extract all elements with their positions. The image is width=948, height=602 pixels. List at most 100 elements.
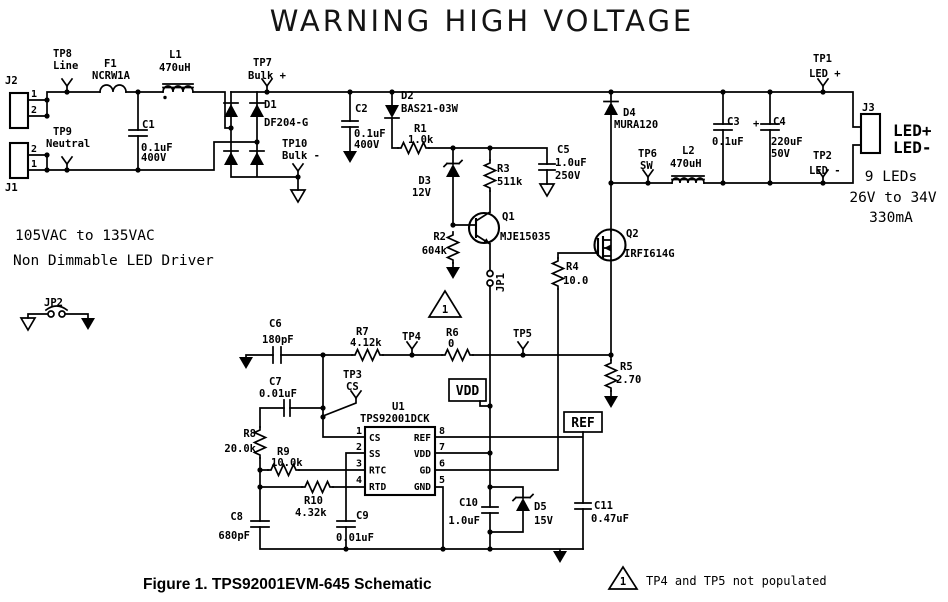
r8-value: 20.0k	[224, 443, 256, 455]
resistor-r10-body	[301, 479, 334, 495]
c3-value: 0.1uF	[712, 136, 744, 148]
f1-ref: F1	[104, 58, 117, 70]
tp1-ref: TP1	[813, 53, 832, 65]
j2-pin1: 1	[31, 89, 37, 100]
c1-rating: 400V	[141, 152, 167, 164]
c2-ref: C2	[355, 103, 368, 115]
f1-value: NCRW1A	[92, 70, 131, 82]
resistor-r7-body	[351, 347, 384, 363]
u1-pin-ss: SS	[369, 449, 381, 460]
wire-dc-rails	[230, 91, 862, 184]
connector-j2: J2 1 2	[5, 75, 37, 130]
capacitor-c10-body	[481, 506, 499, 514]
c6-ref: C6	[269, 318, 282, 330]
r10-value: 4.32k	[295, 507, 327, 519]
c4-rating: 50V	[771, 148, 791, 160]
led-plus-label: LED+	[893, 121, 932, 140]
r5-ref: R5	[620, 361, 633, 373]
c5-ref: C5	[557, 144, 570, 156]
tp10-name: Bulk -	[282, 150, 320, 162]
u1-pin5-num: 5	[439, 475, 445, 486]
l1-ref: L1	[169, 49, 182, 61]
resistor-bodies	[252, 140, 619, 495]
u1-pin3-num: 3	[356, 459, 362, 470]
ic-u1: U1 TPS92001DCK CS SS RTC RTD REF VDD GD …	[356, 401, 445, 497]
vdd-net-label: VDD	[456, 384, 480, 399]
note-flag-number: 1	[620, 576, 626, 588]
resistor-r8-body	[252, 426, 268, 459]
tp2-name: LED -	[809, 165, 841, 177]
r6-value: 0	[448, 338, 454, 350]
c7-value: 0.01uF	[259, 388, 297, 400]
c1-value: 0.1uF	[141, 142, 173, 154]
u1-pin7-num: 7	[439, 442, 445, 453]
capacitor-c8-body	[250, 520, 270, 528]
d3-value: 12V	[412, 187, 432, 199]
note-text: TP4 and TP5 not populated	[646, 574, 827, 588]
c5-rating: 250V	[555, 170, 581, 182]
input-spec-line2: Non Dimmable LED Driver	[13, 253, 214, 269]
d2-value: BAS21-03W	[401, 103, 459, 115]
zener-d5	[511, 493, 535, 511]
ground-icon	[604, 396, 618, 408]
wire-nets	[27, 91, 862, 552]
wire-sense-rail	[245, 354, 612, 358]
u1-pin6-num: 6	[439, 459, 445, 470]
r3-ref: R3	[497, 163, 510, 175]
r6-ref: R6	[446, 327, 459, 339]
l1-value: 470uH	[159, 62, 191, 74]
r4-value: 10.0	[563, 275, 588, 287]
u1-pin-vdd: VDD	[414, 449, 431, 460]
u1-pin1-num: 1	[356, 426, 362, 437]
resistor-r1-body	[397, 140, 430, 156]
ground-symbols	[239, 151, 618, 563]
u1-part: TPS92001DCK	[360, 413, 430, 425]
resistor-r9-body	[267, 462, 300, 478]
wire-input-top	[27, 91, 232, 129]
page-title: WARNING HIGH VOLTAGE	[270, 4, 694, 38]
earth-ground-icon	[289, 189, 307, 204]
c10-ref: C10	[459, 497, 478, 509]
ground-icon	[239, 357, 253, 369]
wire-input-bottom	[27, 91, 258, 171]
output-spec-line2: 26V to 34V	[849, 190, 937, 206]
q2-value: IRFI614G	[624, 248, 675, 260]
connector-j3: J3	[859, 102, 882, 155]
d3-ref: D3	[418, 175, 431, 187]
connector-j1: J1 2 1	[5, 141, 37, 194]
r5-value: 2.70	[616, 374, 641, 386]
ground-icon	[446, 267, 460, 279]
d2-ref: D2	[401, 90, 414, 102]
resistor-r5-body	[603, 359, 619, 392]
c4-polarity: +	[753, 118, 759, 130]
u1-pin8-num: 8	[439, 426, 445, 437]
c1-ref: C1	[142, 119, 155, 131]
tp7-name: Bulk +	[248, 70, 286, 82]
d5-value: 15V	[534, 515, 554, 527]
u1-pin-gnd: GND	[414, 482, 431, 493]
c4-ref: C4	[773, 116, 786, 128]
diode-bridge-d1	[223, 102, 265, 165]
u1-pin4-num: 4	[356, 475, 362, 486]
input-spec-line1: 105VAC to 135VAC	[15, 228, 155, 244]
r1-ref: R1	[414, 123, 427, 135]
populate-note: 1 TP4 and TP5 not populated	[607, 565, 827, 590]
wire-jp2	[27, 313, 89, 319]
j3-label: J3	[862, 102, 875, 114]
j2-label: J2	[5, 75, 18, 87]
c9-ref: C9	[356, 510, 369, 522]
capacitor-c1-body	[128, 129, 148, 137]
c8-value: 680pF	[218, 530, 250, 542]
j1-pin2: 2	[31, 144, 37, 155]
u1-pin-cs: CS	[369, 433, 381, 444]
r7-ref: R7	[356, 326, 369, 338]
tp2-ref: TP2	[813, 150, 832, 162]
r2-ref: R2	[433, 231, 446, 243]
j1-label: J1	[5, 182, 18, 194]
c3-ref: C3	[727, 116, 740, 128]
jp2-label: JP2	[44, 297, 63, 309]
output-spec-line1: 9 LEDs	[865, 169, 917, 185]
inductor-l1-body	[162, 83, 194, 100]
capacitor-c11-body	[574, 502, 592, 510]
transistor-q1	[467, 211, 501, 245]
